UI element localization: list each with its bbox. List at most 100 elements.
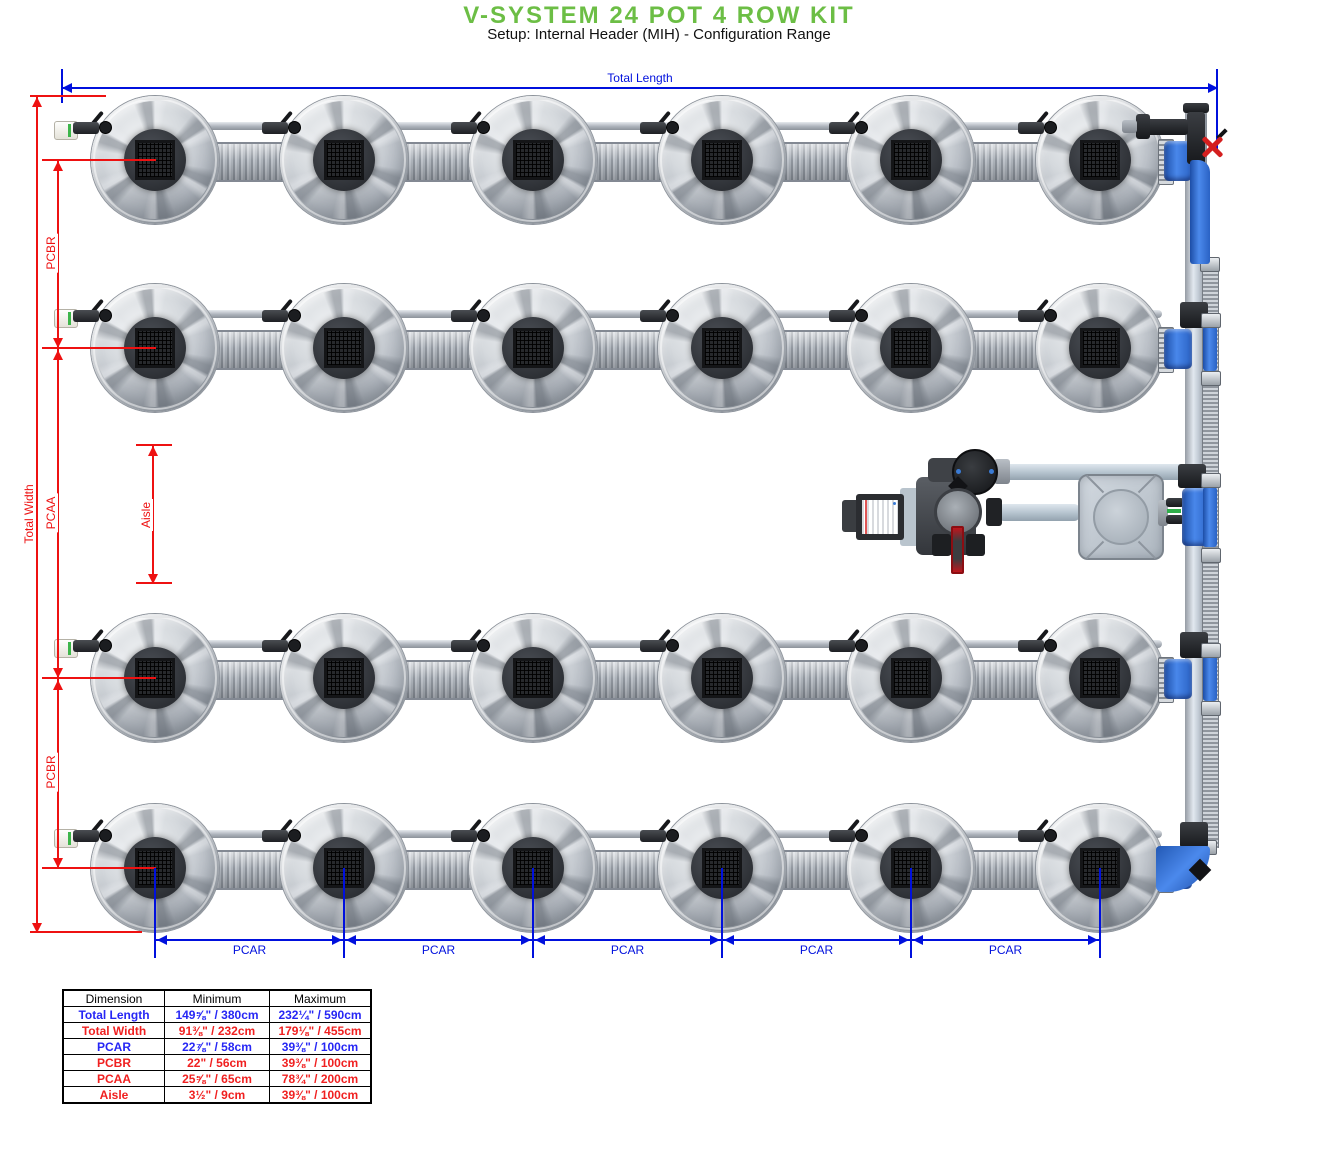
arrowhead bbox=[521, 935, 531, 945]
table-row: PCAA 25⅝" / 65cm 78¾" / 200cm bbox=[62, 1070, 372, 1087]
row-center-line bbox=[42, 677, 156, 679]
pump-to-tank-pipe bbox=[998, 504, 1080, 521]
pcar-label: PCAR bbox=[988, 943, 1023, 957]
arrowhead bbox=[53, 161, 63, 171]
aisle-label: Aisle bbox=[139, 498, 153, 532]
tank-crease bbox=[1085, 540, 1105, 560]
arrowhead bbox=[1208, 83, 1218, 93]
pot-valve-nub bbox=[855, 829, 868, 842]
tank-lid bbox=[1093, 489, 1149, 545]
arrowhead bbox=[148, 574, 158, 584]
pot-mesh-grid bbox=[324, 658, 364, 698]
total-width-line bbox=[36, 97, 38, 933]
pcar-tick bbox=[343, 868, 345, 958]
pot-valve-nub bbox=[1044, 309, 1057, 322]
dim-min: 149⅝" / 380cm bbox=[164, 1006, 270, 1023]
header-top-tee bbox=[1187, 112, 1205, 164]
pot-valve-nub bbox=[666, 309, 679, 322]
table-row: Total Length 149⅝" / 380cm 232¼" / 590cm bbox=[62, 1006, 372, 1023]
red-valve-handle bbox=[951, 526, 964, 574]
arm-coupler bbox=[1122, 120, 1137, 133]
pot-valve-nub bbox=[99, 639, 112, 652]
arm-fitting bbox=[1136, 114, 1150, 139]
pot-valve-nub bbox=[99, 121, 112, 134]
red-valve-flange bbox=[966, 534, 985, 556]
pcbr-label: PCBR bbox=[44, 233, 58, 273]
tank-outlet-seal bbox=[1167, 509, 1181, 513]
dim-max: 39⅜" / 100cm bbox=[269, 1054, 372, 1071]
page-title: V-SYSTEM 24 POT 4 ROW KIT bbox=[463, 2, 855, 29]
pot-valve-nub bbox=[477, 309, 490, 322]
dim-name: Aisle bbox=[62, 1086, 165, 1104]
tank-crease bbox=[1137, 540, 1157, 560]
pot-valve bbox=[640, 830, 666, 842]
tank-crease bbox=[1137, 474, 1157, 494]
pot-valve-nub bbox=[1044, 121, 1057, 134]
table-header-dimension: Dimension bbox=[62, 989, 165, 1007]
table-row: PCAR 22⅞" / 58cm 39⅜" / 100cm bbox=[62, 1038, 372, 1055]
arrowhead bbox=[724, 935, 734, 945]
pot-valve bbox=[1018, 640, 1044, 652]
dim-name: Total Width bbox=[62, 1022, 165, 1039]
pot bbox=[469, 284, 597, 412]
pot-valve bbox=[640, 122, 666, 134]
pot bbox=[1036, 614, 1164, 742]
pipe-coupler-black bbox=[986, 498, 1002, 526]
pot-mesh-grid bbox=[324, 328, 364, 368]
pot-mesh-grid bbox=[891, 140, 931, 180]
pot bbox=[280, 614, 408, 742]
aisle-tick-bottom bbox=[136, 582, 172, 584]
row-feed-pipe bbox=[66, 640, 1162, 648]
table-header-minimum: Minimum bbox=[164, 989, 270, 1007]
pump-mount-block bbox=[842, 500, 860, 532]
aisle-line bbox=[152, 446, 154, 584]
pot-valve bbox=[262, 830, 288, 842]
dim-max: 78¾" / 200cm bbox=[269, 1070, 372, 1087]
pot-valve-nub bbox=[288, 829, 301, 842]
total-length-label: Total Length bbox=[607, 71, 673, 85]
pot-valve-nub bbox=[1044, 829, 1057, 842]
row-end-cap bbox=[54, 309, 78, 328]
arrowhead bbox=[710, 935, 720, 945]
row-feed-pipe bbox=[66, 830, 1162, 838]
pipe-ring bbox=[1201, 548, 1221, 563]
pot-mesh-grid bbox=[702, 140, 742, 180]
row-feed-pipe bbox=[66, 122, 1162, 130]
pcar-tick bbox=[532, 868, 534, 958]
tank-outlet-fitting bbox=[1166, 498, 1184, 507]
pot-valve-nub bbox=[477, 639, 490, 652]
pot-mesh-grid bbox=[513, 328, 553, 368]
controller-label bbox=[862, 500, 898, 534]
pot-mesh-grid bbox=[513, 658, 553, 698]
arrowhead bbox=[346, 935, 356, 945]
reservoir-tank bbox=[1078, 474, 1164, 560]
dim-name: PCAA bbox=[62, 1070, 165, 1087]
pcar-label: PCAR bbox=[610, 943, 645, 957]
return-pipe-blue-segment bbox=[1203, 487, 1217, 547]
total-width-tick-top bbox=[30, 95, 106, 97]
pot-valve bbox=[829, 122, 855, 134]
table-row: Aisle 3½" / 9cm 39⅜" / 100cm bbox=[62, 1086, 372, 1104]
row-saddle-fitting bbox=[1164, 659, 1192, 699]
tank-outlet-coupler bbox=[1158, 500, 1168, 526]
pot-valve bbox=[262, 310, 288, 322]
arrowhead bbox=[1088, 935, 1098, 945]
pot-valve bbox=[451, 310, 477, 322]
arrowhead bbox=[53, 350, 63, 360]
pcar-line bbox=[155, 939, 1100, 941]
table-row: Total Width 91⅜" / 232cm 179⅛" / 455cm bbox=[62, 1022, 372, 1039]
pipe-ring bbox=[1201, 643, 1221, 658]
pcar-tick bbox=[1099, 868, 1101, 958]
pcar-label: PCAR bbox=[421, 943, 456, 957]
dimensions-table: Dimension Minimum Maximum Total Length 1… bbox=[62, 989, 372, 1104]
red-valve-flange bbox=[932, 534, 951, 556]
arrowhead bbox=[53, 680, 63, 690]
pot-valve bbox=[829, 640, 855, 652]
pot bbox=[847, 96, 975, 224]
pot-valve-nub bbox=[99, 309, 112, 322]
dim-name: PCBR bbox=[62, 1054, 165, 1071]
pipe-ring bbox=[1201, 313, 1221, 328]
pot-valve bbox=[829, 830, 855, 842]
arrowhead bbox=[535, 935, 545, 945]
pot-valve-nub bbox=[288, 121, 301, 134]
